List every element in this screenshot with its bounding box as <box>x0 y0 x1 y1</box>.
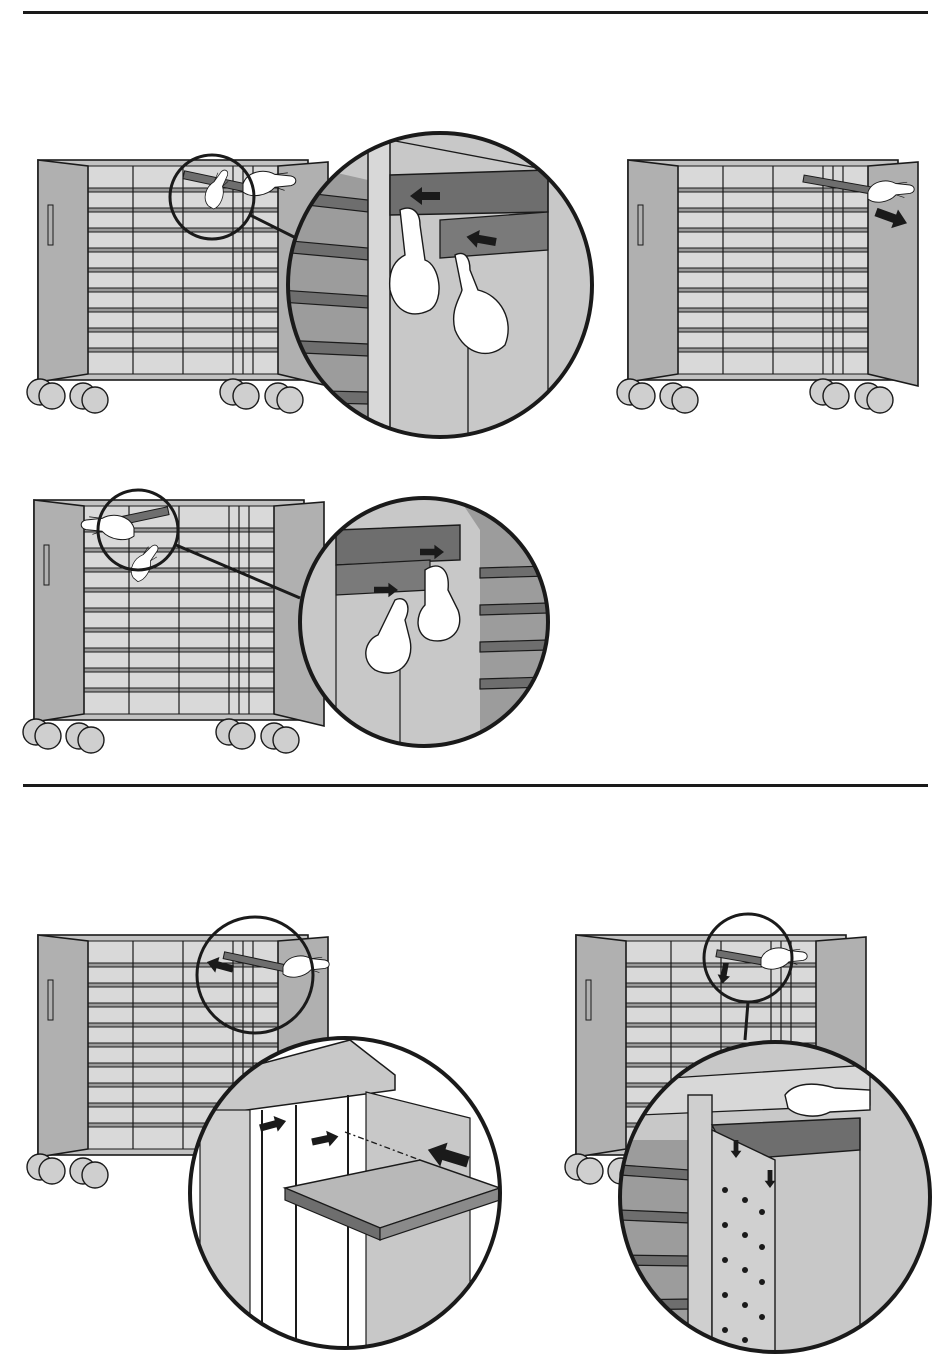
detail-snap-clips <box>620 1042 930 1355</box>
detail-slide-shelf-in <box>190 1038 500 1350</box>
cabinet-unhook-other-side <box>23 500 324 753</box>
cabinet-pull-shelf-out <box>617 160 918 413</box>
detail-press-clips-other-side <box>298 496 550 748</box>
cabinet-unhook-shelf <box>27 160 328 413</box>
